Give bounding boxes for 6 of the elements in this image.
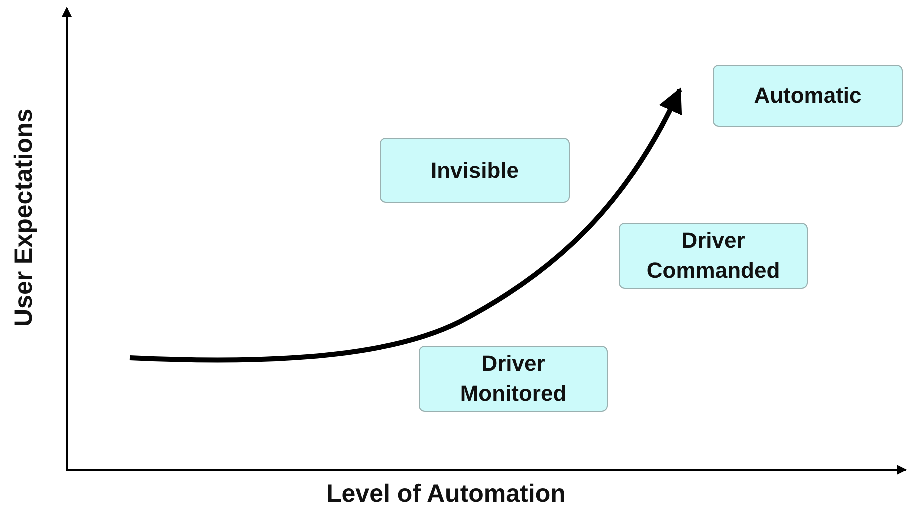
stage-box: Driver Commanded [619,223,808,289]
stage-box: Automatic [713,65,903,127]
x-axis-title: Level of Automation [326,480,566,509]
stage-box: Driver Monitored [419,346,608,412]
stage-box: Invisible [380,138,570,203]
y-axis-title: User Expectations [10,108,39,327]
